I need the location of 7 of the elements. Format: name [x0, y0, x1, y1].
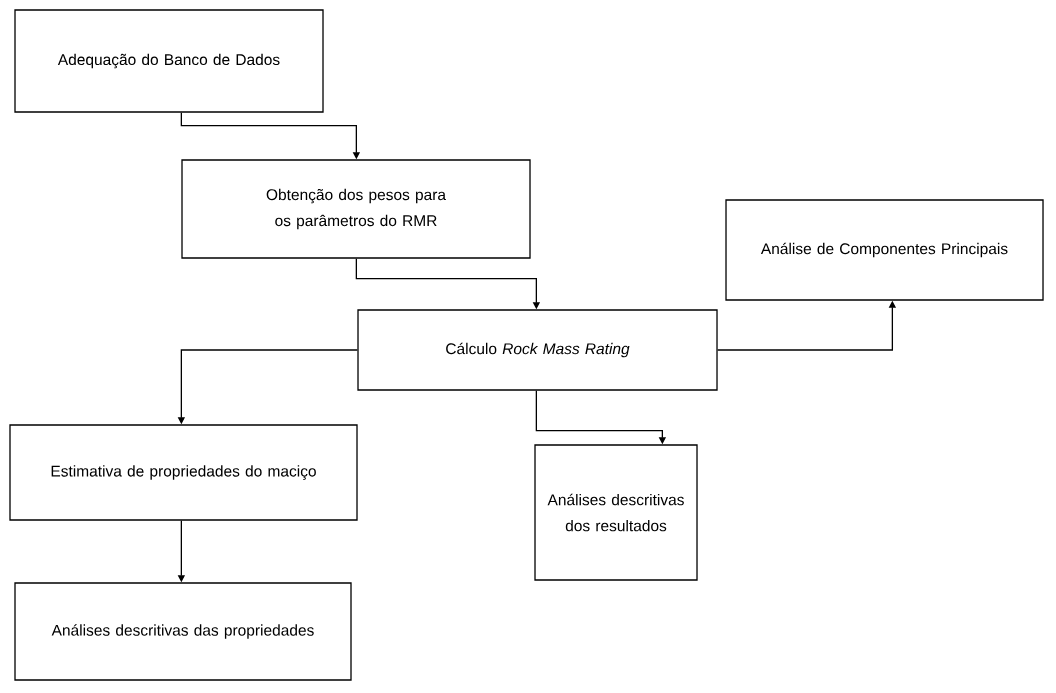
process-box: Análise de Componentes Principais [725, 199, 1044, 301]
process-box: Análises descritivas das propriedades [14, 582, 352, 681]
process-box: Cálculo Rock Mass Rating [357, 309, 718, 391]
process-box: Estimativa de propriedades do maciço [9, 424, 358, 521]
process-box: Adequação do Banco de Dados [14, 9, 324, 113]
process-box: Obtenção dos pesos para os parâmetros do RMR [181, 159, 531, 259]
process-box: Análises descritivas dos resultados [534, 444, 698, 581]
